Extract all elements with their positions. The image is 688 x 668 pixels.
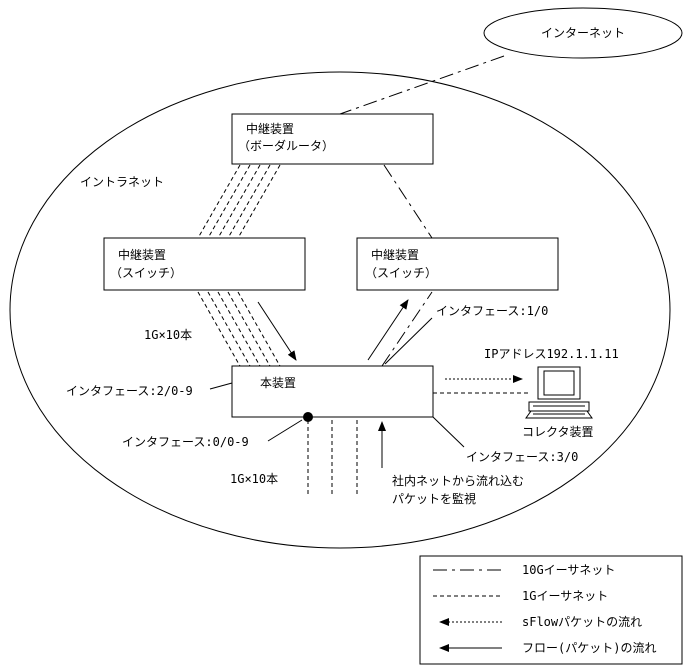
switch-left-type: （スイッチ） — [110, 266, 182, 280]
collector-label: コレクタ装置 — [522, 425, 594, 439]
legend-label-1g: 1Gイーサネット — [522, 589, 608, 603]
leader-if-30 — [432, 416, 465, 448]
legend-label-10g: 10Gイーサネット — [522, 563, 615, 577]
flow-arrow-left-to-main — [257, 301, 297, 361]
legend-label-sflow: sFlowパケットの流れ — [522, 615, 642, 629]
intranet-label: イントラネット — [80, 175, 164, 189]
intranet-boundary — [9, 71, 671, 549]
interface-10-label: インタフェース:1/0 — [436, 304, 548, 318]
leader-if-00-9 — [267, 419, 303, 442]
lower-links-count-label: 1G×10本 — [230, 472, 278, 486]
leader-if-20-9 — [209, 382, 233, 390]
link-main-switch-right-10g — [381, 291, 433, 367]
link-border-switch-right-10g — [383, 164, 433, 239]
legend-label-flow: フロー(パケット)の流れ — [522, 641, 656, 655]
legend-item-flow: フロー(パケット)の流れ — [439, 641, 656, 655]
upper-links-count-label: 1G×10本 — [144, 328, 192, 342]
legend-box — [419, 555, 683, 665]
legend-item-sflow: sFlowパケットの流れ — [439, 615, 642, 629]
switch-right-box — [356, 237, 559, 291]
switch-right-name: 中継装置 — [371, 247, 419, 262]
interface-30-label: インタフェース:3/0 — [466, 450, 578, 464]
legend-item-10g: 10Gイーサネット — [433, 563, 615, 577]
switch-right-type: （スイッチ） — [365, 266, 437, 280]
monitor-label-line2: パケットを監視 — [392, 491, 476, 506]
links-lower-1g — [307, 420, 358, 494]
collector-ip-label: IPアドレス192.1.1.11 — [484, 347, 619, 361]
flow-arrow-main-to-right — [367, 299, 409, 361]
interface-20-9-label: インタフェース:2/0-9 — [66, 384, 193, 398]
leader-if-10 — [384, 317, 433, 365]
main-device-label: 本装置 — [260, 376, 296, 390]
switch-left-box — [103, 237, 306, 291]
link-internet-border-10g — [339, 55, 505, 115]
border-router-type: （ボーダルータ） — [238, 138, 334, 153]
switch-left-name: 中継装置 — [118, 247, 166, 262]
border-router-box — [231, 113, 434, 165]
internet-label: インターネット — [541, 26, 625, 40]
main-device-box — [231, 365, 434, 418]
interface-00-9-dot — [303, 412, 313, 422]
border-router-name: 中継装置 — [246, 121, 294, 136]
legend-item-1g: 1Gイーサネット — [433, 589, 608, 603]
internet-cloud — [483, 7, 683, 59]
collector-computer-icon — [525, 366, 593, 419]
monitor-label-line1: 社内ネットから流れ込む — [392, 473, 524, 488]
links-switch-left-main-1g — [197, 291, 281, 367]
interface-00-9-label: インタフェース:0/0-9 — [122, 435, 249, 449]
links-border-switch-left-1g — [197, 164, 281, 239]
